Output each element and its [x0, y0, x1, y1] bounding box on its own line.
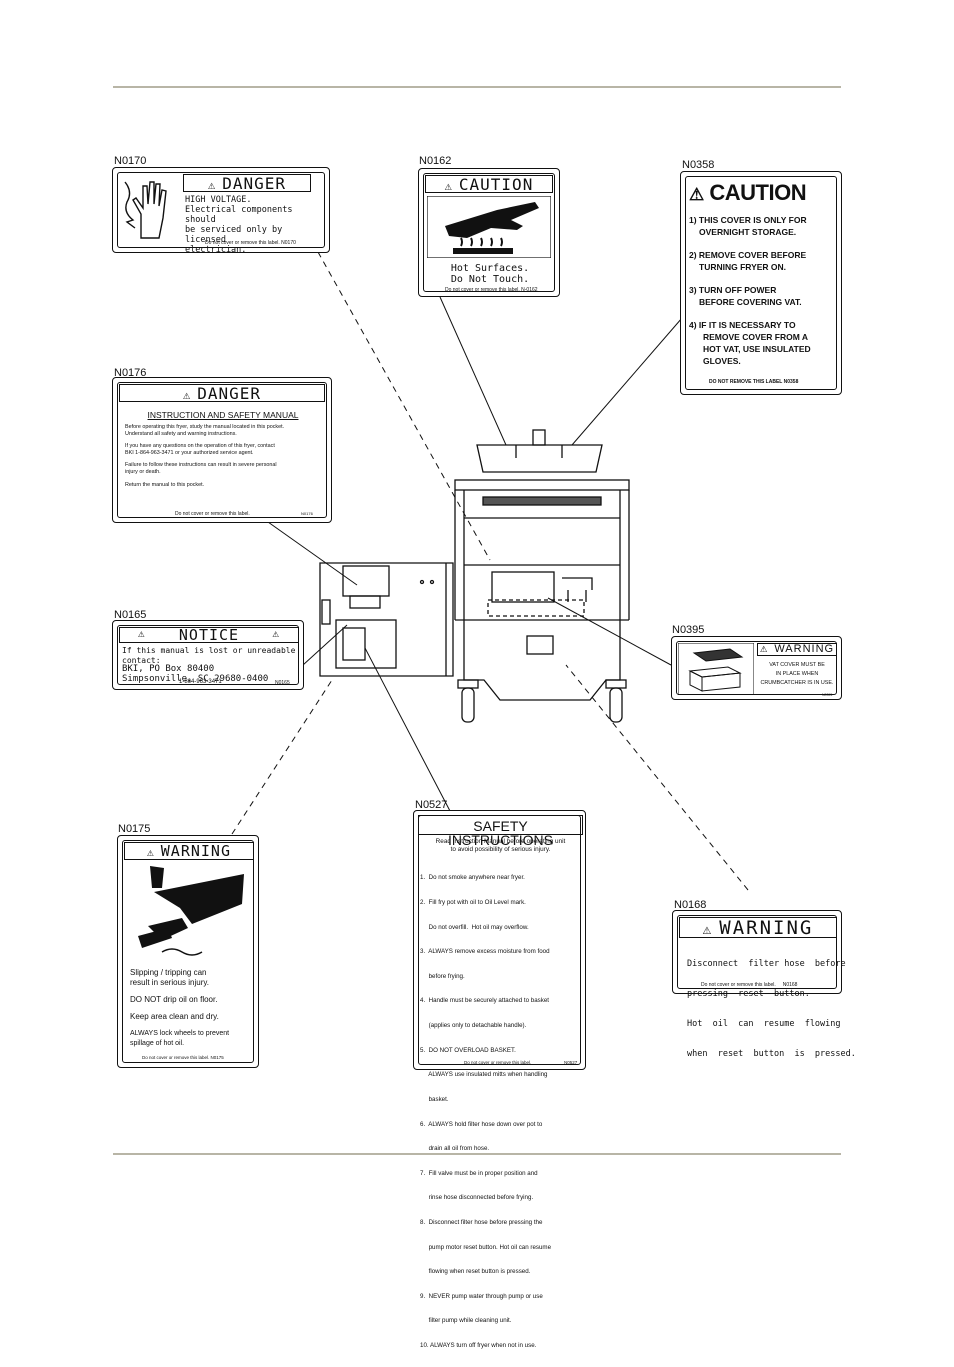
label-n0170-danger: ⚠DANGER HIGH VOLTAGE. Electrical compone…: [112, 167, 330, 255]
leader-n0358: [571, 317, 683, 446]
leader-n0162: [439, 296, 507, 446]
label-code-n0168: N0168: [674, 899, 707, 911]
leader-n0170: [317, 251, 491, 561]
label-n0395-header: ⚠WARNING: [757, 643, 837, 656]
label-n0170-text: HIGH VOLTAGE. Electrical components shou…: [185, 195, 293, 255]
top-rule: [113, 86, 841, 88]
label-n0165-text: If this manual is lost or unreadable con…: [122, 646, 296, 684]
label-n0168-warning: ⚠WARNING Disconnect filter hose before p…: [672, 910, 856, 1059]
label-n0170-header: ⚠DANGER: [183, 174, 311, 192]
label-n0165-notice: ⚠ NOTICE ⚠ If this manual is lost or unr…: [112, 620, 304, 690]
label-n0176-footer: Do not cover or remove this label.: [175, 511, 250, 517]
label-n0176-footer-code: N0176: [301, 511, 313, 516]
label-n0358-item-2: 2) REMOVE COVER BEFORE TURNING FRYER ON.: [689, 250, 807, 272]
label-n0395-text: VAT COVER MUST BE IN PLACE WHEN CRUMBCAT…: [760, 662, 834, 686]
label-n0527-header: SAFETY INSTRUCTIONS: [418, 815, 583, 847]
vat-cover-crumbcatcher-icon: [678, 643, 754, 695]
caster-right: [609, 687, 623, 723]
leader-n0395: [547, 597, 672, 666]
fryer-diagram: [231, 251, 749, 891]
label-n0165-header: ⚠ NOTICE ⚠: [119, 627, 299, 643]
label-n0176-subheader: INSTRUCTION AND SAFETY MANUAL: [147, 410, 299, 420]
fryer-door: [319, 562, 454, 677]
label-n0527-safety-instructions: SAFETY INSTRUCTIONS Read Instruction Man…: [413, 810, 586, 1349]
fryer-handle: [532, 429, 546, 446]
leader-n0175: [231, 679, 333, 835]
label-n0176-header: ⚠DANGER: [119, 384, 325, 402]
caster-left: [461, 687, 475, 723]
label-n0168-text: Disconnect filter hose before pressing r…: [687, 959, 856, 1059]
label-n0162-caution: ⚠CAUTION Hot Surfaces. Do Not Touch. Do …: [418, 168, 560, 297]
label-n0358-header: ⚠ CAUTION: [689, 180, 807, 205]
label-n0176-text: Before operating this fryer, study the m…: [125, 424, 285, 488]
bottom-rule: [113, 1153, 841, 1155]
fryer-control-panel: [491, 571, 555, 603]
label-n0527-items: 1. Do not smoke anywhere near fryer. 2. …: [420, 874, 552, 1349]
label-n0358-item-1: 1) THIS COVER IS ONLY FOR OVERNIGHT STOR…: [689, 215, 807, 237]
door-label-plate: [335, 619, 397, 669]
leader-n0168: [565, 664, 749, 891]
label-code-n0175: N0175: [118, 823, 151, 835]
slipping-person-icon: [138, 866, 244, 956]
leader-n0176: [267, 521, 358, 586]
label-code-n0527: N0527: [415, 799, 448, 811]
label-n0162-header: ⚠CAUTION: [425, 175, 553, 193]
label-n0165-footer-code: N0165: [275, 680, 290, 686]
label-n0176-danger: ⚠DANGER INSTRUCTION AND SAFETY MANUAL Be…: [112, 377, 332, 523]
label-n0358-caution: ⚠ CAUTION 1) THIS COVER IS ONLY FOR OVER…: [680, 171, 842, 395]
manual-pocket: [342, 565, 390, 597]
label-n0162-text: Hot Surfaces. Do Not Touch.: [450, 263, 530, 285]
label-code-n0395: N0395: [672, 624, 705, 636]
fryer-top-rim: [454, 479, 630, 491]
label-code-n0170: N0170: [114, 155, 147, 167]
warning-triangle-icon: ⚠: [138, 627, 146, 640]
label-code-n0358: N0358: [682, 159, 715, 171]
fryer-cover: [476, 444, 603, 473]
label-n0168-footer: Do not cover or remove this label. N0168: [701, 982, 798, 988]
label-n0175-warning: ⚠WARNING Slipping / tripping can result …: [117, 835, 259, 1068]
label-n0527-intro: Read Instruction Manual before operating…: [435, 838, 566, 853]
label-n0527-footer: Do not cover or remove this label.: [464, 1060, 532, 1065]
leader-n0165: [302, 624, 348, 666]
label-code-n0176: N0176: [114, 367, 147, 379]
fryer-vents: [482, 496, 602, 506]
label-n0165-phone: 1-864-963-3471: [179, 679, 222, 685]
label-n0175-footer: Do not cover or remove this label. N0175: [142, 1055, 224, 1060]
label-n0358-item-3: 3) TURN OFF POWER BEFORE COVERING VAT.: [689, 285, 802, 307]
label-n0175-header: ⚠WARNING: [124, 842, 254, 860]
leader-n0527: [364, 647, 451, 812]
label-code-n0165: N0165: [114, 609, 147, 621]
label-n0527-footer-code: N0527: [564, 1060, 578, 1065]
fryer-basin: [463, 620, 621, 701]
label-n0170-footer: Do not cover or remove this label. N0170: [205, 240, 296, 246]
label-n0358-items: 1) THIS COVER IS ONLY FOR OVERNIGHT STOR…: [689, 214, 839, 367]
label-n0395-footer-code: N0395: [822, 693, 833, 697]
warning-triangle-icon: ⚠: [272, 627, 280, 640]
label-n0175-text: Slipping / tripping can result in seriou…: [130, 968, 230, 1047]
crumbcatcher-handle: [526, 635, 554, 655]
label-n0162-footer: Do not cover or remove this label. N-016…: [445, 287, 538, 293]
label-n0395-warning: ⚠WARNING VAT COVER MUST BE IN PLACE WHEN…: [671, 636, 842, 700]
hot-surface-hand-icon: [427, 196, 551, 258]
electric-shock-hand-icon: [124, 181, 167, 239]
label-n0168-header: ⚠WARNING: [679, 917, 837, 938]
label-n0358-footer: DO NOT REMOVE THIS LABEL N0358: [709, 379, 799, 385]
label-n0358-item-4: 4) IF IT IS NECESSARY TO REMOVE COVER FR…: [689, 320, 811, 366]
label-code-n0162: N0162: [419, 155, 452, 167]
